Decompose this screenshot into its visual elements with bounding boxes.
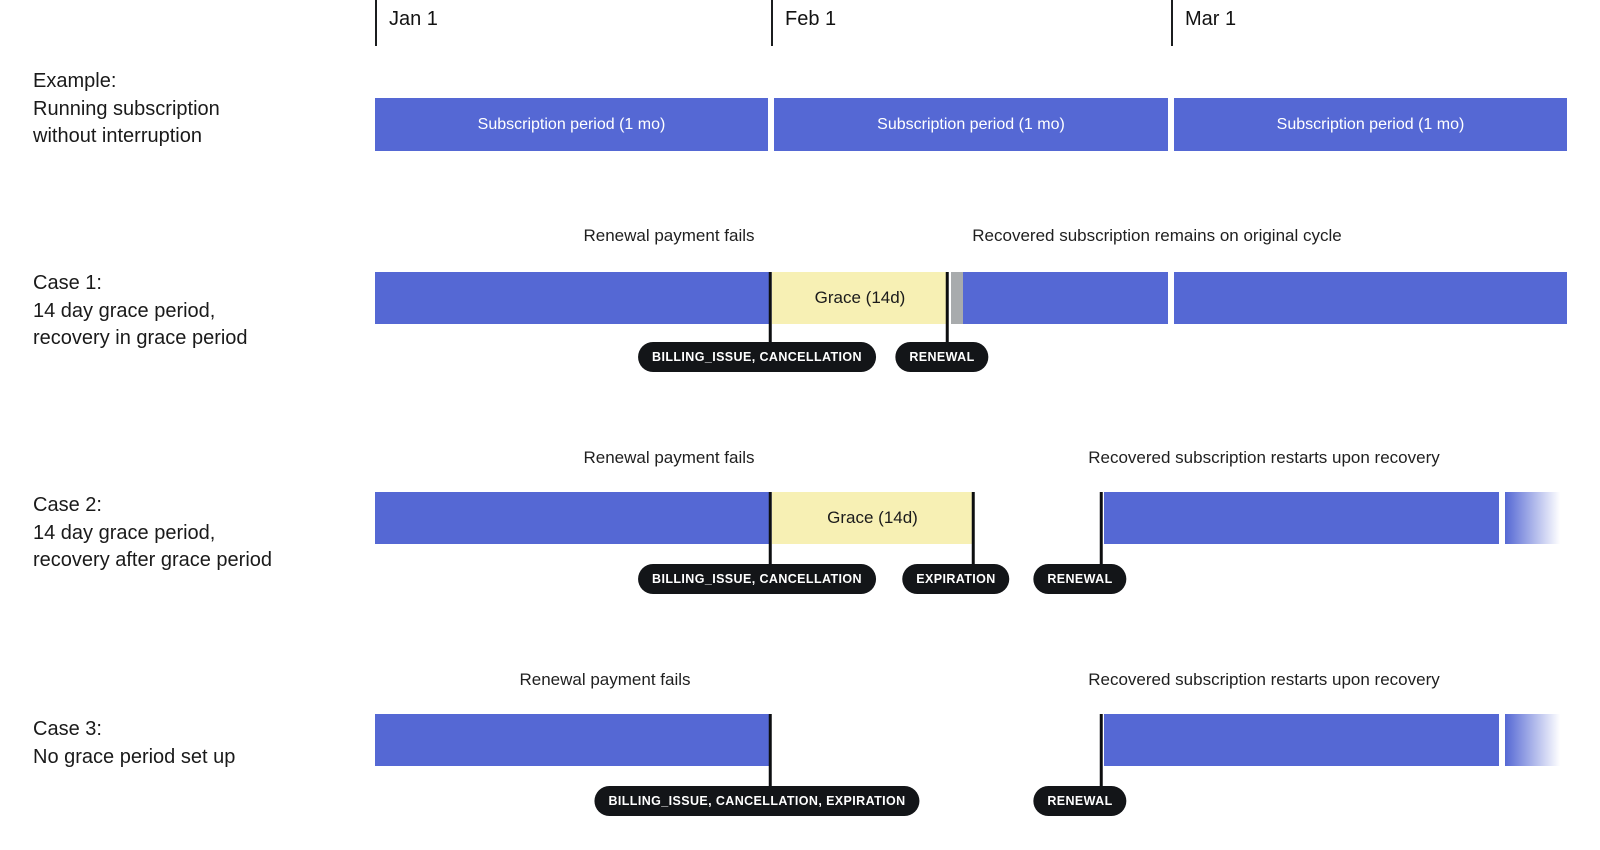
grace-period-bar: Grace (14d) (772, 272, 948, 324)
subscription-bar-mar: Subscription period (1 mo) (1174, 98, 1567, 151)
row-label-line: without interruption (33, 125, 202, 147)
annotation: Renewal payment fails (519, 670, 691, 689)
row-label-line: 14 day grace period, (33, 299, 216, 322)
row-label-case3: Case 3: No grace period set up (33, 716, 235, 771)
row-label-line: Running subscription (33, 97, 220, 120)
event-pill-renewal: RENEWAL (1033, 786, 1127, 816)
annotation: Recovered subscription remains on origin… (972, 226, 1342, 245)
hold-sliver-bar (951, 272, 963, 324)
subscription-bar (375, 272, 770, 324)
restarted-bar (1104, 714, 1499, 766)
row-label-line: Case 3: (33, 718, 102, 740)
annotation: Renewal payment fails (583, 226, 755, 245)
subscription-bar (375, 492, 770, 544)
event-pill-billing-issue-cancellation: BILLING_ISSUE, CANCELLATION (638, 564, 876, 594)
annotation: Recovered subscription restarts upon rec… (1088, 670, 1440, 689)
subscription-bar-feb: Subscription period (1 mo) (774, 98, 1168, 151)
row-label-line: Case 1: (33, 272, 102, 294)
row-label-line: recovery after grace period (33, 549, 273, 571)
restarted-bar (1104, 492, 1499, 544)
event-line-billing-issue-cancellation (768, 492, 772, 568)
event-line-renewal (1099, 714, 1103, 790)
event-line-expiration (971, 492, 975, 568)
subscription-bar (375, 714, 770, 766)
row-label-case2: Case 2: 14 day grace period, recovery afte… (33, 492, 272, 575)
event-line-billing-issue-cancellation-expiration (768, 714, 772, 790)
continuing-fade-bar (1505, 714, 1565, 766)
event-pill-renewal: RENEWAL (895, 342, 989, 372)
row-label-line: Case 2: (33, 494, 102, 516)
event-pill-billing-issue-cancellation: BILLING_ISSUE, CANCELLATION (638, 342, 876, 372)
row-label-line: 14 day grace period, (33, 521, 216, 544)
axis-tick-label: Feb 1 (785, 8, 837, 30)
tick-line (1171, 0, 1173, 46)
row-label-case1: Case 1: 14 day grace period, recovery in g… (33, 270, 248, 353)
row-label-line: No grace period set up (33, 745, 236, 768)
subscription-bar-jan: Subscription period (1 mo) (375, 98, 768, 151)
tick-line (771, 0, 773, 46)
grace-period-bar: Grace (14d) (772, 492, 973, 544)
event-pill-billing-issue-cancellation-expiration: BILLING_ISSUE, CANCELLATION, EXPIRATION (594, 786, 920, 816)
axis-tick-label: Jan 1 (389, 8, 438, 30)
row-label-line: Example: (33, 70, 117, 92)
continuing-fade-bar (1505, 492, 1565, 544)
event-line-billing-issue-cancellation (768, 272, 772, 346)
next-cycle-bar (1174, 272, 1567, 324)
event-pill-renewal: RENEWAL (1033, 564, 1127, 594)
recovered-bar (963, 272, 1168, 324)
row-label-example: Example: Running subscription without inte… (33, 68, 220, 151)
annotation: Recovered subscription restarts upon rec… (1088, 448, 1440, 467)
row-label-line: recovery in grace period (33, 327, 248, 349)
event-line-renewal (945, 272, 949, 346)
event-line-renewal (1099, 492, 1103, 568)
axis-tick-label: Mar 1 (1185, 8, 1237, 30)
event-pill-expiration: EXPIRATION (902, 564, 1010, 594)
annotation: Renewal payment fails (583, 448, 755, 467)
tick-line (375, 0, 377, 46)
